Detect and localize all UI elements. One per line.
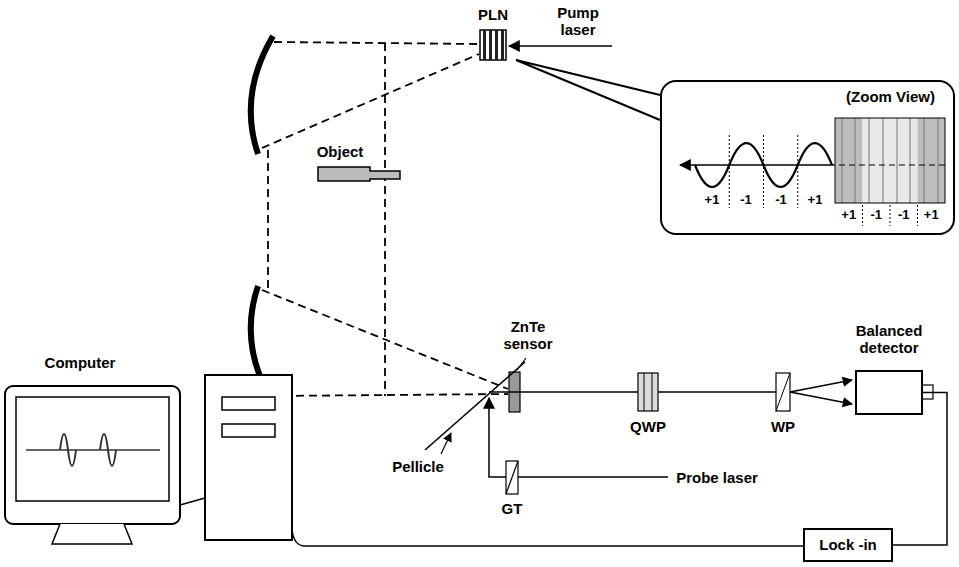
thz-beam [262, 54, 479, 148]
part-label: QWP [630, 418, 666, 435]
monitor-screen [16, 397, 169, 501]
node-text: (Zoom View) [846, 88, 935, 105]
screen-trace [60, 434, 76, 466]
band-line [910, 118, 911, 203]
pln-zoom [835, 118, 945, 203]
source-label: Probe laser [676, 469, 758, 486]
pln-stripe [489, 30, 492, 60]
leader-arrow [441, 433, 451, 454]
glan-prism [506, 461, 518, 494]
domain-band [863, 118, 891, 203]
pellicle [425, 362, 525, 450]
drive-bay [222, 424, 275, 437]
polarity-label: +1 [841, 208, 856, 223]
thz-wave [695, 143, 832, 187]
cycle-divider [797, 135, 798, 208]
pln-crystal [480, 30, 506, 60]
split-beam [790, 380, 852, 392]
band-line [869, 118, 870, 203]
monitor [5, 386, 180, 524]
band-line [883, 118, 884, 203]
parabolic-mirror [251, 36, 273, 154]
glan-prism [506, 461, 518, 494]
band-line [842, 118, 843, 203]
thz-beam [274, 42, 479, 44]
screen-trace [100, 434, 116, 466]
part-label: Computer [45, 354, 116, 371]
pln-stripe [483, 30, 486, 60]
part-label: Object [317, 143, 364, 160]
probe-beam [489, 391, 776, 393]
axis-arrow [680, 164, 834, 166]
node-text: Lock -in [819, 536, 877, 553]
domain-divider [862, 205, 863, 226]
signal-cable [893, 393, 947, 546]
data-cable [292, 530, 820, 546]
axis-line [834, 164, 945, 165]
domain-divider [917, 205, 918, 226]
thz-beam [267, 150, 269, 290]
polarity-label: -1 [740, 193, 752, 208]
domain-band [918, 118, 946, 203]
monitor-stand [52, 524, 132, 544]
part-label: PLN [478, 6, 508, 23]
part-label: Pellicle [392, 458, 444, 475]
pump-beam [509, 45, 612, 47]
polarity-label: +1 [808, 193, 823, 208]
zoom-callout: (Zoom View) [660, 80, 955, 235]
thz-beam [262, 290, 508, 389]
split-beam [790, 392, 852, 404]
wollaston-prism [776, 373, 790, 411]
part-label: ZnTe sensor [500, 318, 556, 353]
thz-beam [384, 43, 386, 396]
polarity-label: -1 [870, 208, 882, 223]
domain-band [890, 118, 918, 203]
monitor-cable [180, 498, 205, 505]
lockin-box: Lock -in [803, 528, 893, 562]
part-label: WP [771, 418, 795, 435]
polarity-label: -1 [898, 208, 910, 223]
domain-divider [890, 205, 891, 226]
pln-stripe [495, 30, 498, 60]
pln-stripe [501, 30, 504, 60]
quarter-wave-plate [644, 373, 645, 411]
part-label: GT [502, 500, 523, 517]
quarter-wave-plate [652, 373, 653, 411]
domain-band [835, 118, 863, 203]
quarter-wave-plate [638, 373, 658, 411]
cycle-divider [763, 135, 764, 208]
drive-bay [222, 397, 275, 410]
computer-tower [205, 375, 292, 540]
source-label: Pump laser [552, 4, 604, 39]
detector-box: Balanced detector [855, 370, 923, 415]
band-line [938, 118, 939, 203]
band-line [924, 118, 925, 203]
band-line [855, 118, 856, 203]
object-sample [318, 167, 400, 181]
polarity-label: +1 [705, 193, 720, 208]
cycle-divider [729, 135, 730, 208]
thz-beam [270, 394, 508, 396]
node-text: Balanced detector [839, 322, 939, 357]
polarity-label: -1 [775, 193, 787, 208]
callout-tail [516, 60, 660, 120]
screen-trace [26, 449, 160, 451]
wollaston-prism [776, 373, 790, 411]
band-line [897, 118, 898, 203]
polarity-label: +1 [924, 208, 939, 223]
